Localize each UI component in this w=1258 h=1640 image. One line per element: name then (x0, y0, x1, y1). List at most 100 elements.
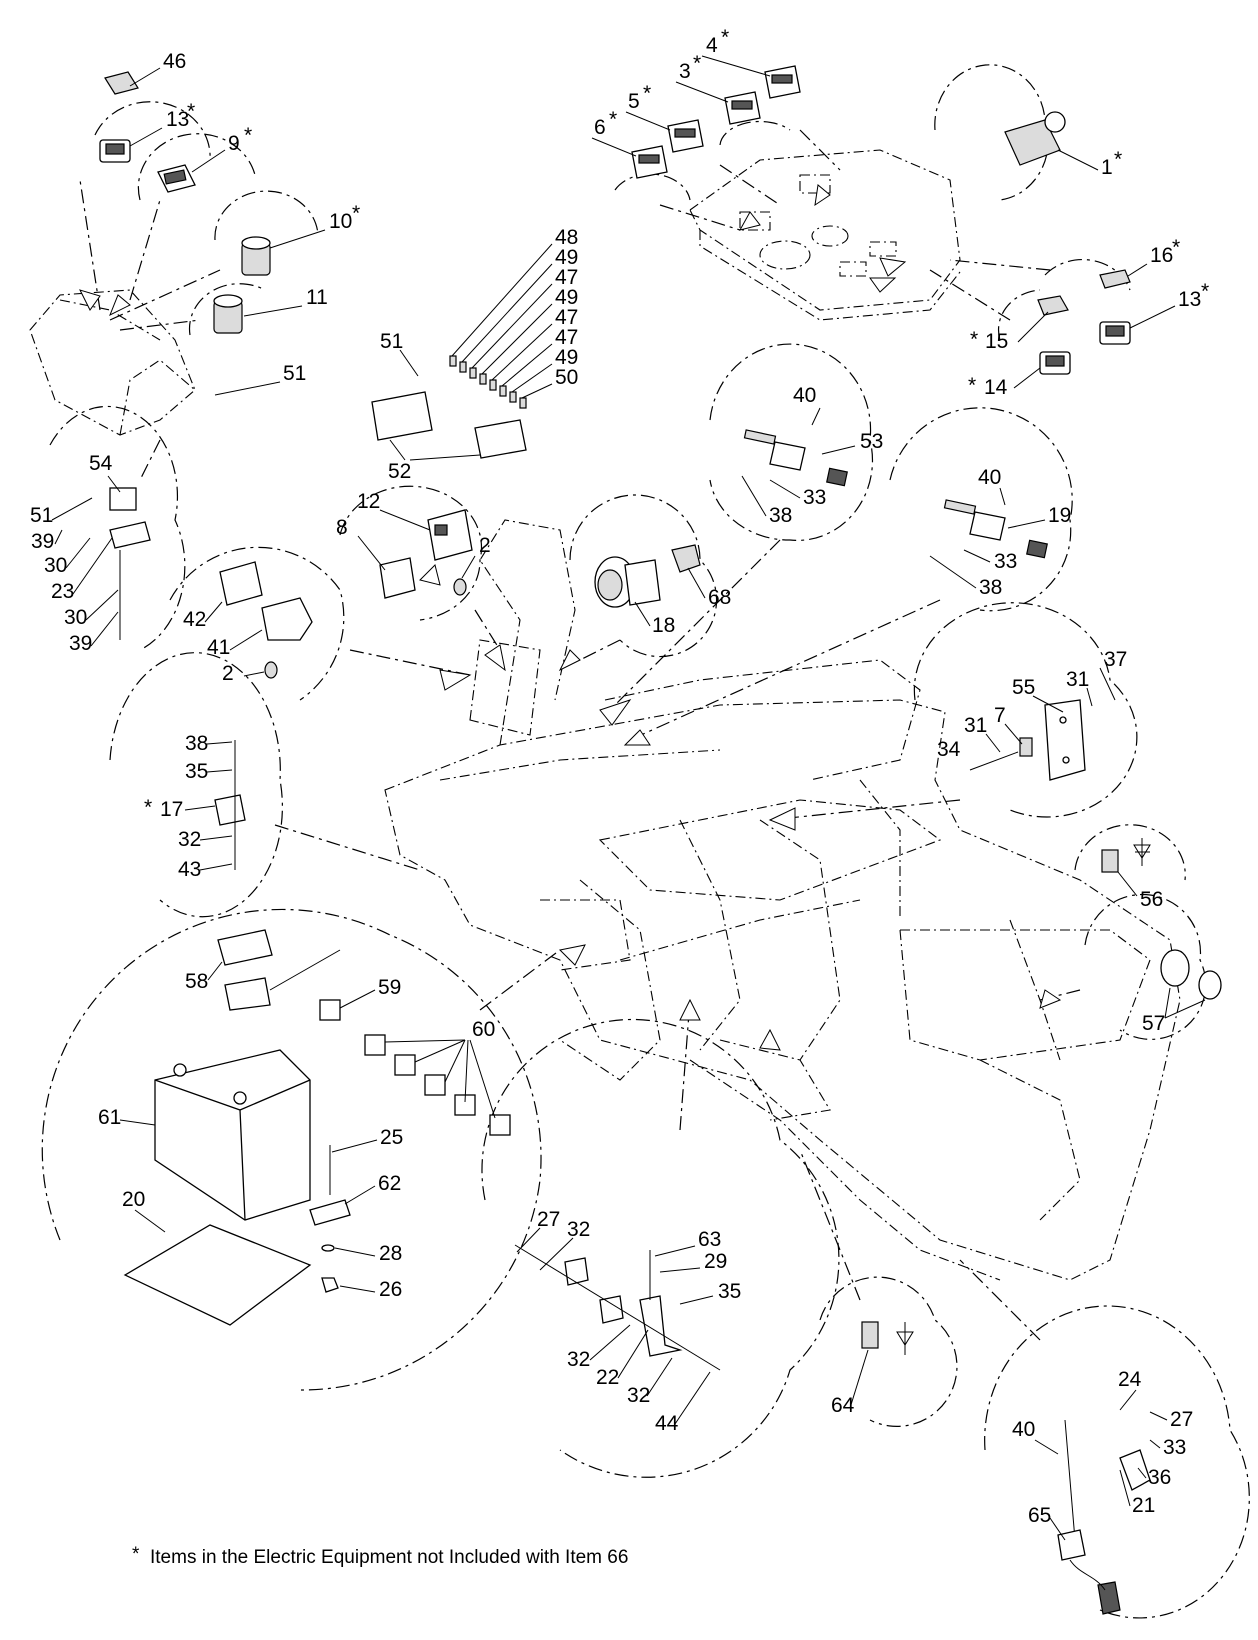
callout-c52: 52 (388, 460, 411, 483)
callout-c35a: 35 (185, 760, 208, 783)
callout-c38b: 38 (979, 576, 1002, 599)
part-22-bracket-assembly (514, 1244, 721, 1371)
leader-lines (51, 55, 1206, 1541)
callout-c5: 5 (628, 90, 640, 113)
part-54-relay-bracket (109, 487, 151, 640)
callout-c2b: 2 (222, 662, 234, 685)
callout-c20: 20 (122, 1188, 145, 1211)
part-9-switch (157, 164, 196, 193)
callout-c24: 24 (1118, 1368, 1142, 1391)
callout-c47a: 47 (555, 266, 578, 289)
callout-c1: 1 (1101, 156, 1113, 179)
part-34-screw (969, 751, 1019, 771)
callout-c33a: 33 (803, 486, 826, 509)
callout-c40c: 40 (1012, 1418, 1035, 1441)
part-11-gauge (213, 294, 243, 334)
callout-c17: 17 (160, 798, 183, 821)
part-46-cap (104, 71, 139, 95)
callout-c21: 21 (1132, 1494, 1155, 1517)
part-52-fuse-block (371, 391, 527, 459)
callout-c31b: 31 (964, 714, 987, 737)
callout-c32c: 32 (567, 1348, 590, 1371)
callout-c6-star: * (609, 108, 617, 131)
part-19-sensor (943, 499, 1048, 559)
callout-c55: 55 (1012, 676, 1035, 699)
part-20-mat (123, 1224, 312, 1326)
part-16-cap (1099, 269, 1131, 289)
callout-c18: 18 (652, 614, 675, 637)
callout-c32b: 32 (567, 1218, 590, 1241)
callout-c36: 36 (1148, 1466, 1171, 1489)
footnote-text: Items in the Electric Equipment not Incl… (150, 1547, 628, 1568)
callout-c34: 34 (937, 738, 961, 761)
callout-c58: 58 (185, 970, 208, 993)
part-57-bushing (1160, 949, 1222, 1000)
callout-c62: 62 (378, 1172, 401, 1195)
callout-c48: 48 (555, 226, 578, 249)
callout-c30b: 30 (64, 606, 87, 629)
part-15-cap (1037, 295, 1069, 316)
footnote: * Items in the Electric Equipment not In… (132, 1544, 628, 1568)
part-65-sensor-bracket (1057, 1419, 1151, 1615)
callout-c31a: 31 (1066, 668, 1089, 691)
callout-c65: 65 (1028, 1504, 1051, 1527)
part-42-plate (219, 561, 263, 606)
callout-c35b: 35 (718, 1280, 741, 1303)
callout-c47c: 47 (555, 326, 578, 349)
callout-c13a-star: * (187, 100, 195, 123)
part-41-cover (261, 597, 313, 641)
callout-c28: 28 (379, 1242, 402, 1265)
callout-c4: 4 (706, 34, 718, 57)
callout-c63: 63 (698, 1228, 721, 1251)
callout-c4-star: * (721, 26, 729, 49)
callout-c14: 14 (984, 376, 1008, 399)
callout-c10-star: * (352, 202, 360, 225)
callout-c13b: 13 (1178, 288, 1201, 311)
callout-c27b: 27 (1170, 1408, 1193, 1431)
part-10-gauge (241, 236, 271, 276)
part-18-ignition-switch (594, 556, 661, 608)
callout-c25: 25 (380, 1126, 403, 1149)
callout-c11: 11 (306, 286, 328, 309)
callout-c44: 44 (655, 1412, 679, 1435)
part-13-switch-right (1099, 321, 1131, 345)
callout-c33b: 33 (994, 550, 1017, 573)
callout-c23: 23 (51, 580, 74, 603)
callout-c56: 56 (1140, 888, 1163, 911)
callout-c33c: 33 (1163, 1436, 1186, 1459)
callout-c39b: 39 (69, 632, 92, 655)
callout-c51a: 51 (283, 362, 306, 385)
callout-c51c: 51 (380, 330, 403, 353)
callout-c39a: 39 (31, 530, 54, 553)
callout-c9: 9 (228, 132, 240, 155)
part-64-diode (861, 1321, 914, 1355)
callout-c47b: 47 (555, 306, 578, 329)
callout-c42: 42 (183, 608, 206, 631)
callout-c7: 7 (994, 704, 1006, 727)
callout-c49c: 49 (555, 346, 578, 369)
callout-c40b: 40 (978, 466, 1001, 489)
part-53-sensor (743, 429, 848, 487)
callout-c53: 53 (860, 430, 883, 453)
callout-c40a: 40 (793, 384, 816, 407)
part-56-diode (1101, 838, 1151, 873)
callout-c27a: 27 (537, 1208, 560, 1231)
callout-c16: 16 (1150, 244, 1173, 267)
callout-c37: 37 (1104, 648, 1127, 671)
callout-c60: 60 (472, 1018, 495, 1041)
part-61-battery (154, 1049, 311, 1221)
callout-c12: 12 (357, 490, 380, 513)
callout-c3-star: * (693, 52, 701, 75)
callout-labels: 4613*9*10*1151545139302330394*3*5*6*1*16… (30, 26, 1209, 1527)
callout-c13b-star: * (1201, 280, 1209, 303)
callout-c26: 26 (379, 1278, 402, 1301)
part-58-terminal-cover (217, 929, 341, 1011)
part-13-switch-left (99, 139, 131, 163)
part-7-microswitch (1019, 737, 1033, 757)
callout-c38a: 38 (769, 504, 792, 527)
callout-c1-star: * (1114, 148, 1122, 171)
callout-c14-star: * (968, 374, 976, 397)
callout-c64: 64 (831, 1394, 855, 1417)
callout-c13a: 13 (166, 108, 189, 131)
